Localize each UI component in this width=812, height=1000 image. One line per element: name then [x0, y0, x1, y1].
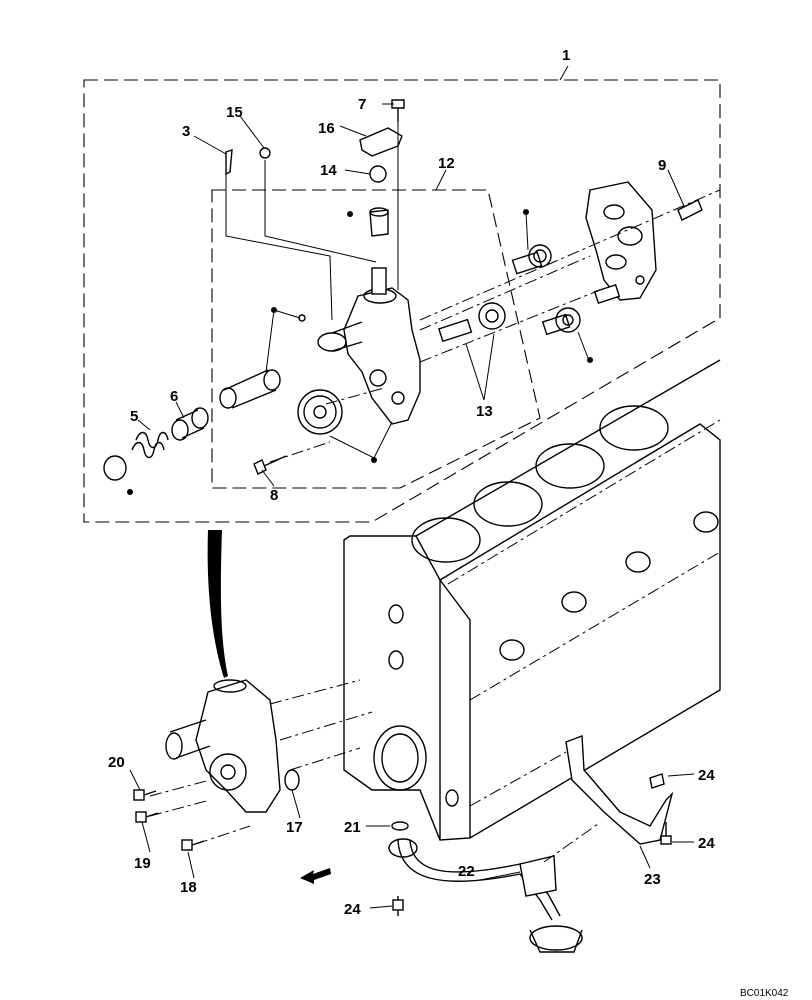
callout-13: 13	[476, 403, 493, 420]
callout-labels: 1 3 15 7 16 14 12 9 13 5 6 8 20 19 18 17…	[108, 47, 715, 918]
callout-22: 22	[458, 863, 475, 880]
callout-7: 7	[358, 96, 366, 113]
callout-5: 5	[130, 408, 138, 425]
callout-15: 15	[226, 104, 243, 121]
callout-leaders	[129, 65, 695, 909]
reference-dots	[127, 209, 593, 495]
callout-24-right: 24	[698, 835, 715, 852]
callout-9: 9	[658, 157, 666, 174]
front-direction-arrow	[300, 868, 331, 884]
pump-cover	[585, 181, 657, 301]
callout-12: 12	[438, 155, 455, 172]
assembly-arrow	[207, 530, 228, 678]
callout-1: 1	[562, 47, 570, 64]
callout-17: 17	[286, 819, 303, 836]
support-bracket-23	[469, 735, 674, 863]
lower-bolts	[133, 789, 205, 851]
callout-24-bottom: 24	[344, 901, 361, 918]
drawing-code: BC01K042	[740, 988, 789, 999]
relief-valve-parts	[103, 369, 281, 481]
callout-23: 23	[644, 871, 661, 888]
callout-19: 19	[134, 855, 151, 872]
callout-16: 16	[318, 120, 335, 137]
oil-pickup-tube	[388, 821, 583, 953]
callout-24-top: 24	[698, 767, 715, 784]
callout-14: 14	[320, 162, 337, 179]
callout-21: 21	[344, 819, 361, 836]
pump-gears-13	[437, 244, 621, 343]
drive-gear	[297, 389, 343, 435]
subassembly-12-boundary	[211, 189, 541, 489]
assembly-guide-lines	[225, 122, 721, 463]
callout-3: 3	[182, 123, 190, 140]
engine-block	[343, 359, 721, 841]
callout-20: 20	[108, 754, 125, 771]
assembly-1-boundary	[83, 79, 721, 523]
oil-pump-body-upper	[317, 267, 421, 425]
callout-6: 6	[170, 388, 178, 405]
callout-18: 18	[180, 879, 197, 896]
callout-8: 8	[270, 487, 278, 504]
oil-pump-body-lower	[149, 679, 373, 845]
